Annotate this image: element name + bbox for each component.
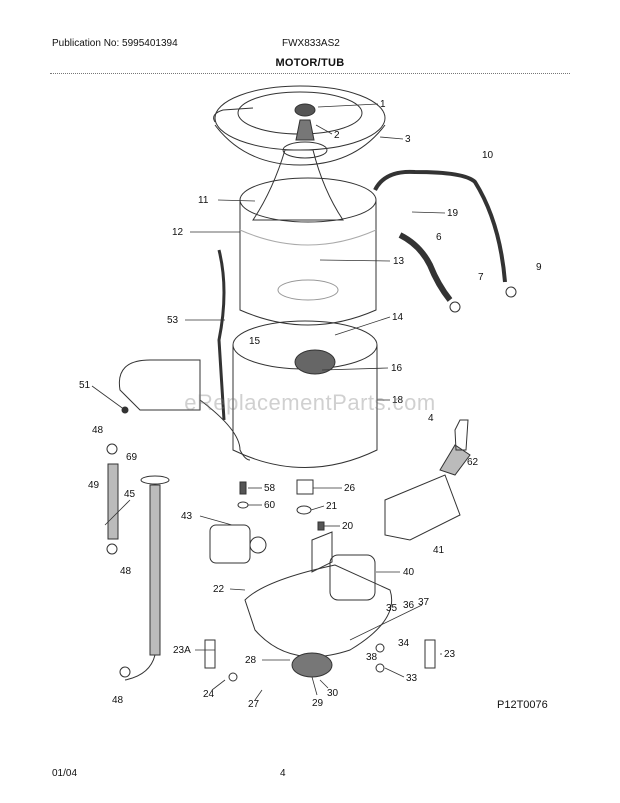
leader-lines [91, 103, 446, 701]
callout-37: 37 [418, 597, 430, 608]
callout-48: 48 [92, 425, 104, 436]
model-number: FWX833AS2 [282, 38, 340, 49]
callout-23: 23 [444, 649, 456, 660]
drain-hose-assembly [106, 443, 170, 681]
callout-6: 6 [436, 232, 442, 243]
callout-18: 18 [392, 395, 404, 406]
callout-26: 26 [344, 483, 356, 494]
callout-7: 7 [478, 272, 484, 283]
callout-24: 24 [203, 689, 215, 700]
callout-13: 13 [393, 256, 405, 267]
agitator [252, 141, 344, 221]
callout-12: 12 [172, 227, 184, 238]
callout-1: 1 [380, 99, 386, 110]
watermark: eReplacementParts.com [184, 390, 436, 415]
callout-10: 10 [482, 150, 494, 161]
callout-14: 14 [392, 312, 404, 323]
header-rule [50, 73, 570, 74]
callout-41: 41 [433, 545, 445, 556]
callout-36: 36 [403, 600, 415, 611]
inner-basket [239, 177, 377, 326]
callout-11: 11 [198, 195, 209, 206]
callout-2: 2 [334, 130, 340, 141]
motor-cover [384, 419, 471, 541]
callout-4: 4 [428, 413, 434, 424]
callout-40: 40 [403, 567, 415, 578]
callout-27: 27 [248, 699, 260, 710]
callout-labels: 1 2 3 10 11 19 12 6 13 9 7 53 14 15 16 5… [79, 99, 542, 710]
overflow-rod [217, 249, 226, 421]
callout-9: 9 [536, 262, 542, 273]
callout-51: 51 [79, 380, 91, 391]
hoses [373, 169, 517, 313]
motor-base [244, 531, 393, 678]
callout-15: 15 [249, 336, 261, 347]
pump [209, 524, 267, 564]
callout-49: 49 [88, 480, 100, 491]
callout-43: 43 [181, 511, 193, 522]
callout-38: 38 [366, 652, 378, 663]
fasteners [204, 479, 436, 682]
page-number: 4 [280, 768, 286, 779]
callout-23A: 23A [173, 645, 191, 656]
callout-69: 69 [126, 452, 138, 463]
callout-16: 16 [391, 363, 403, 374]
footer-date: 01/04 [52, 768, 78, 779]
callout-60: 60 [264, 500, 276, 511]
callout-34: 34 [398, 638, 410, 649]
callout-30: 30 [327, 688, 339, 699]
publication-number: Publication No: 5995401394 [52, 38, 178, 49]
diagram-title: MOTOR/TUB [275, 57, 345, 69]
callout-45: 45 [124, 489, 136, 500]
callout-33: 33 [406, 673, 418, 684]
callout-28: 28 [245, 655, 257, 666]
callout-62: 62 [467, 457, 479, 468]
callout-19: 19 [447, 208, 459, 219]
callout-58: 58 [264, 483, 276, 494]
callout-48-c: 48 [112, 695, 124, 706]
figure-code: P12T0076 [497, 699, 548, 711]
callout-22: 22 [213, 584, 225, 595]
callout-53: 53 [167, 315, 179, 326]
callout-48-b: 48 [120, 566, 132, 577]
callout-35: 35 [386, 603, 398, 614]
callout-20: 20 [342, 521, 354, 532]
callout-3: 3 [405, 134, 411, 145]
callout-21: 21 [326, 501, 338, 512]
callout-29: 29 [312, 698, 324, 709]
agitator-cap [294, 103, 316, 141]
